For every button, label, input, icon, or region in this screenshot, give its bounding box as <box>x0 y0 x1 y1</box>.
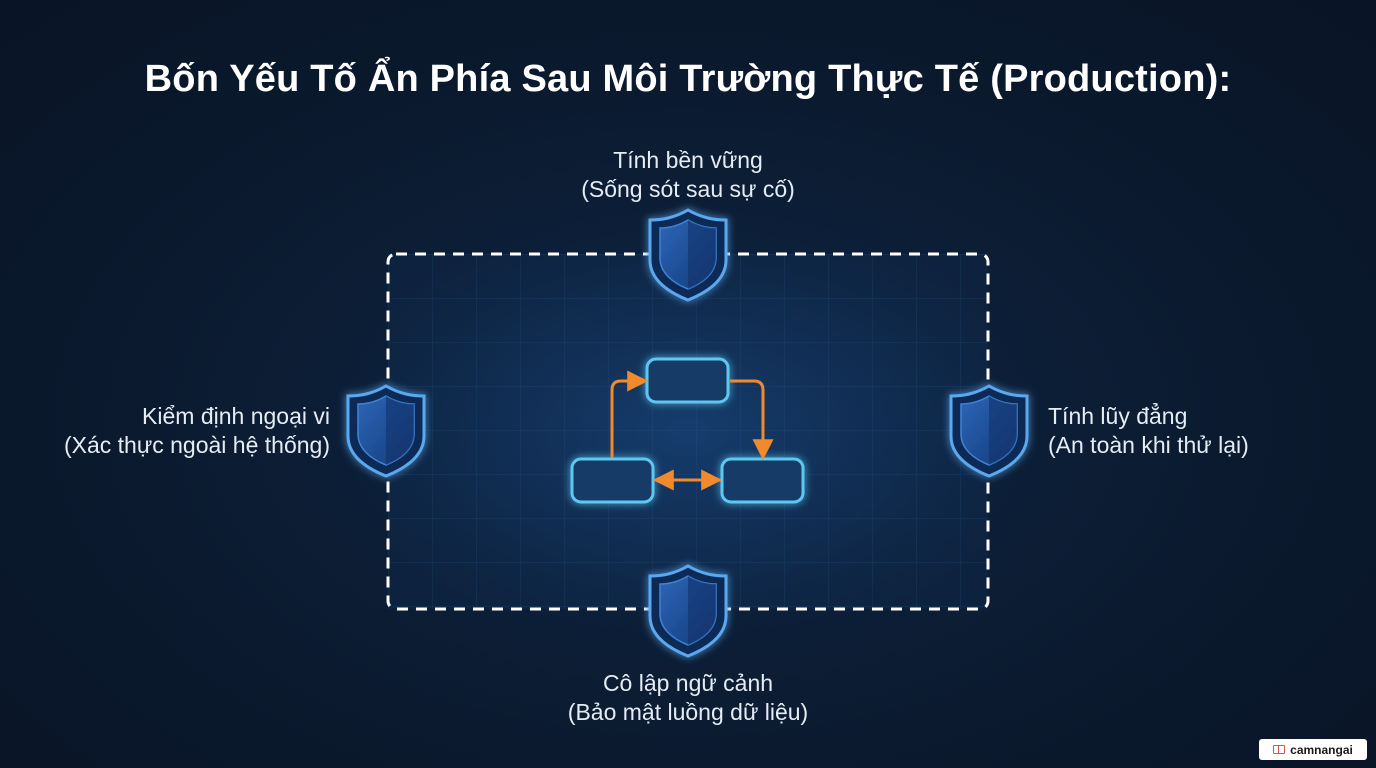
factor-name: Tính lũy đẳng <box>1048 403 1188 429</box>
flow-node-right <box>720 457 805 504</box>
factor-name: Kiểm định ngoại vi <box>142 403 330 429</box>
factor-description: (An toàn khi thử lại) <box>1048 432 1249 458</box>
shield-icon <box>648 564 728 658</box>
flow-node-top <box>645 357 730 404</box>
factor-description: (Xác thực ngoài hệ thống) <box>63 432 330 458</box>
arrow-left-to-top <box>610 370 649 458</box>
factor-name: Cô lập ngữ cảnh <box>602 670 774 696</box>
arrow-top-to-right <box>730 379 774 461</box>
factor-label-right: Tính lũy đẳng (An toàn khi thử lại) <box>1048 402 1368 460</box>
book-icon <box>1273 745 1286 754</box>
grid-pattern <box>388 254 988 609</box>
page-title: Bốn Yếu Tố Ẩn Phía Sau Môi Trường Thực T… <box>144 58 1232 100</box>
watermark-text: camnangai <box>1290 742 1353 757</box>
watermark-badge[interactable]: camnangai <box>1259 739 1367 760</box>
factor-description: (Sống sót sau sự cố) <box>581 176 795 202</box>
factor-label-bottom: Cô lập ngữ cảnh (Bảo mật luồng dữ liệu) <box>488 669 888 727</box>
factor-description: (Bảo mật luồng dữ liệu) <box>567 699 809 725</box>
factor-label-top: Tính bền vững (Sống sót sau sự cố) <box>488 146 888 204</box>
factor-label-left: Kiểm định ngoại vi (Xác thực ngoài hệ th… <box>20 402 330 460</box>
factor-name: Tính bền vững <box>613 147 763 173</box>
flow-node-left <box>570 457 655 504</box>
